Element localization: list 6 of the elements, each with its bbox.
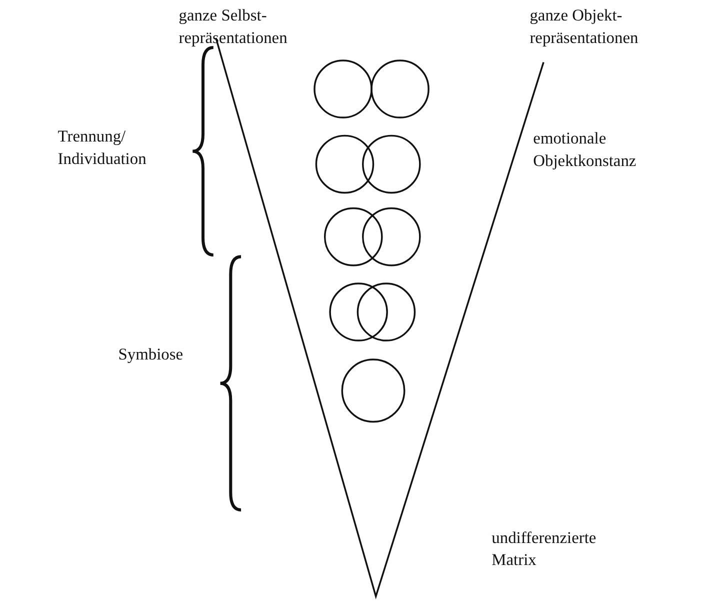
heading-label: ganze Selbst- repräsentationen bbox=[178, 6, 288, 50]
phase-label: Symbiose bbox=[118, 344, 184, 366]
phase-label: Trennung/ Individuation bbox=[57, 126, 147, 171]
stage-label: emotionale Objektkonstanz bbox=[532, 128, 637, 172]
heading-label: ganze Objekt- repräsentationen bbox=[529, 6, 639, 50]
stage-label: undifferenzierte Matrix bbox=[491, 528, 597, 572]
